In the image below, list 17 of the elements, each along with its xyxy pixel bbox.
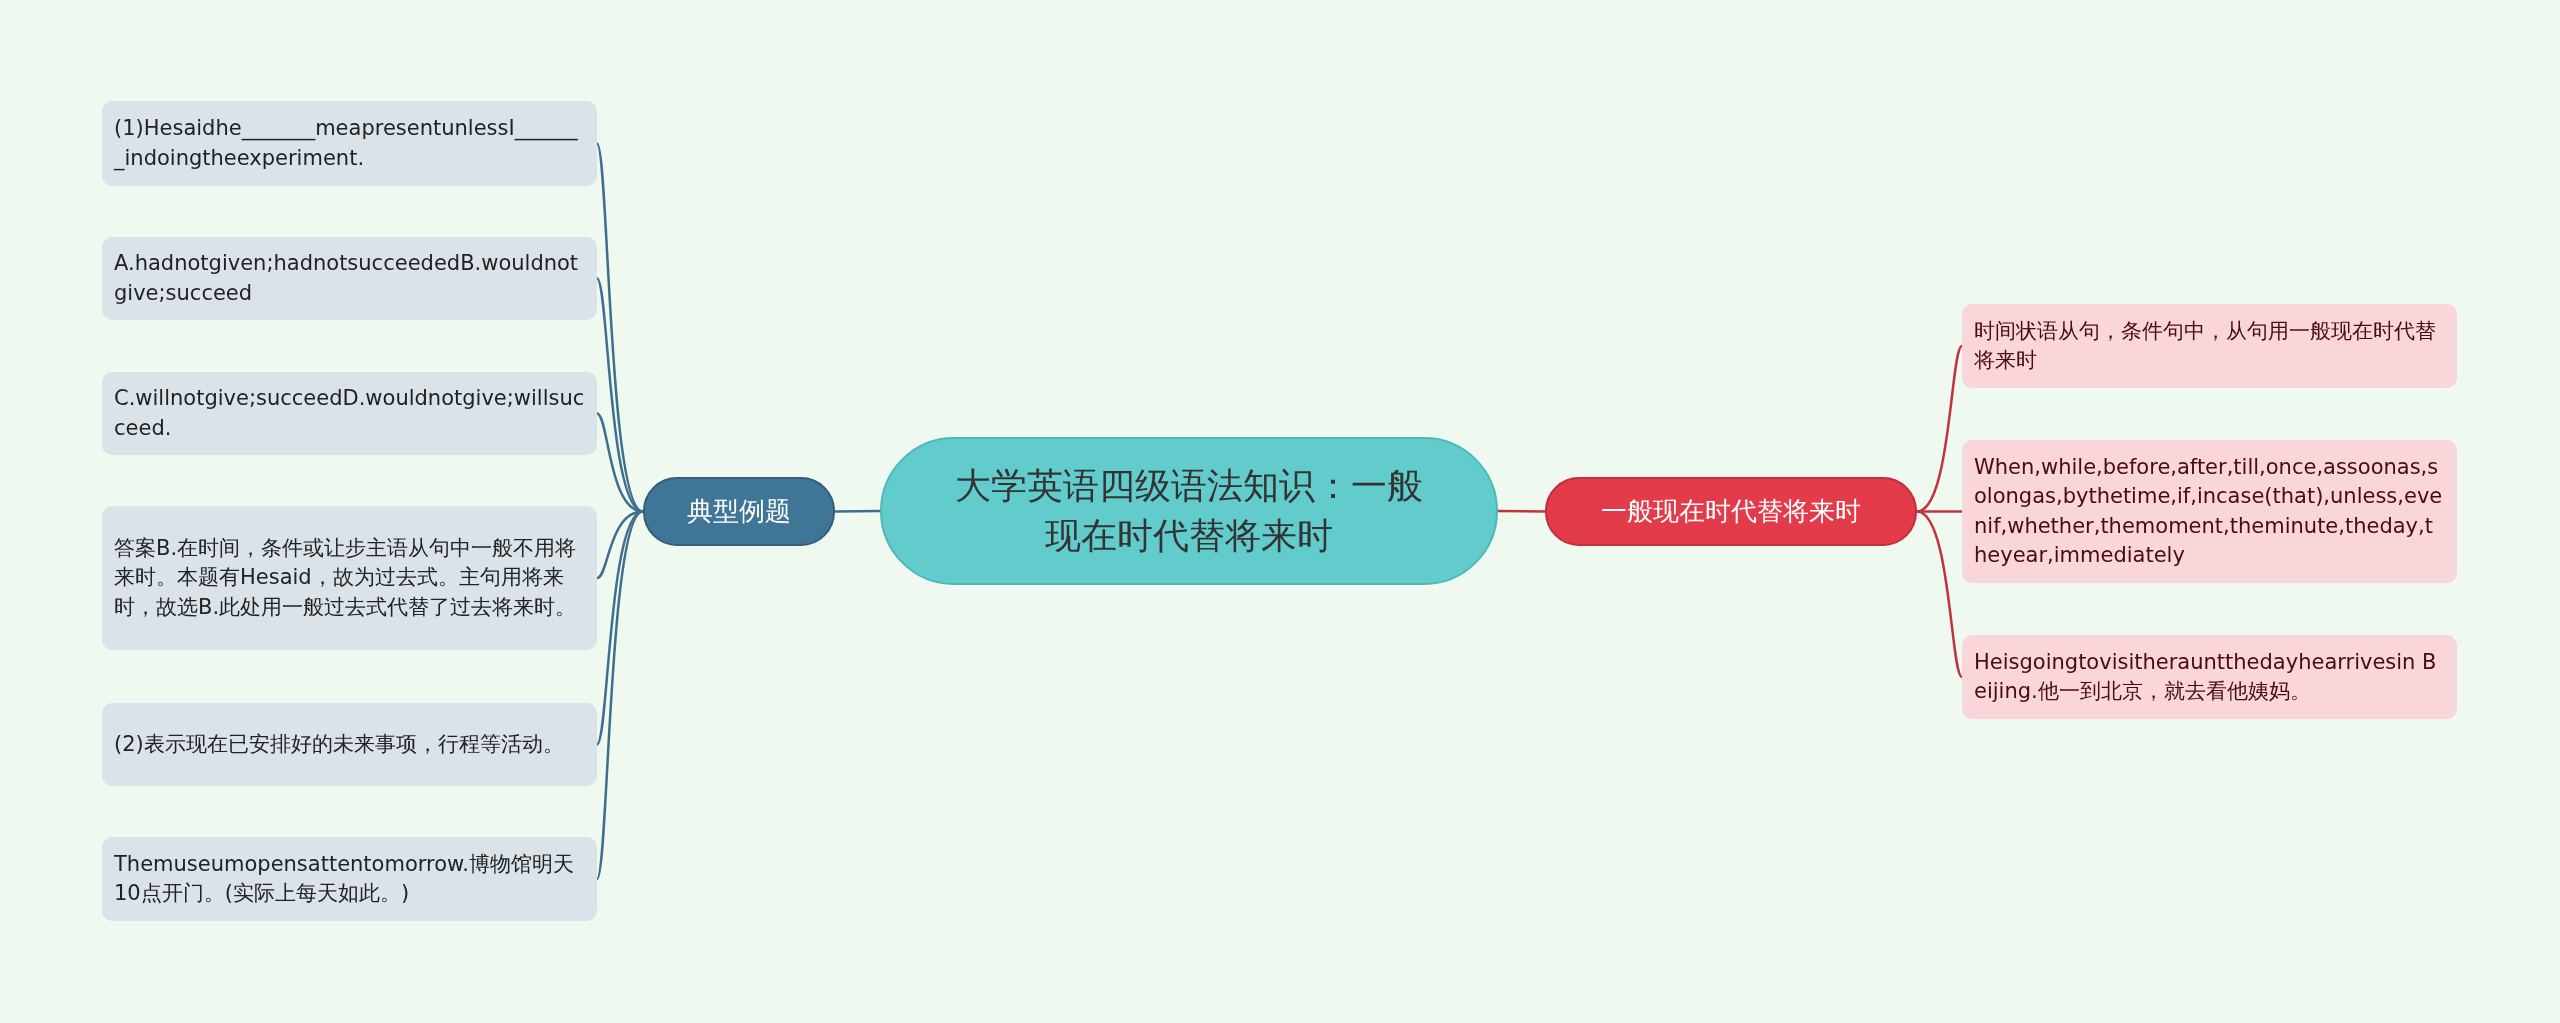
topic-box: 大学英语四级语法知识：一般现在时代替将来时 (880, 437, 1498, 585)
connector-line (835, 509, 880, 513)
note-box: (2)表示现在已安排好的未来事项，行程等活动。 (102, 703, 597, 786)
note-box: 时间状语从句，条件句中，从句用一般现在时代替将来时 (1962, 304, 2457, 388)
connector-line (1916, 510, 1963, 678)
connector-line (595, 143, 644, 513)
note-box: C.willnotgive;succeedD.wouldnotgive;willsucceed. (102, 372, 597, 455)
connector-line (595, 510, 644, 880)
branch-box: 一般现在时代替将来时 (1545, 477, 1917, 546)
branch-box: 典型例题 (643, 477, 835, 546)
note-box: (1)Hesaidhe_______meapresentunlessI_______indoingtheexperiment. (102, 101, 597, 186)
note-box: When,while,before,after,till,once,assoonas,solongas,bythetime,if,incase(that),unless,evenif,whether,themoment,theminute,theday,theyear,immediately (1962, 440, 2457, 583)
note-box: Themuseumopensattentomorrow.博物馆明天10点开门。(实际上每天如此。) (102, 837, 597, 921)
note-box: Heisgoingtovisitherauntthedayhearrivesin Beijing.他一到北京，就去看他姨妈。 (1962, 635, 2457, 719)
connector-line (1498, 509, 1545, 513)
note-box: A.hadnotgiven;hadnotsucceededB.wouldnotgive;succeed (102, 237, 597, 320)
note-box: 答案B.在时间，条件或让步主语从句中一般不用将来时。本题有Hesaid，故为过去式。主句用将来时，故选B.此处用一般过去式代替了过去将来时。 (102, 506, 597, 650)
